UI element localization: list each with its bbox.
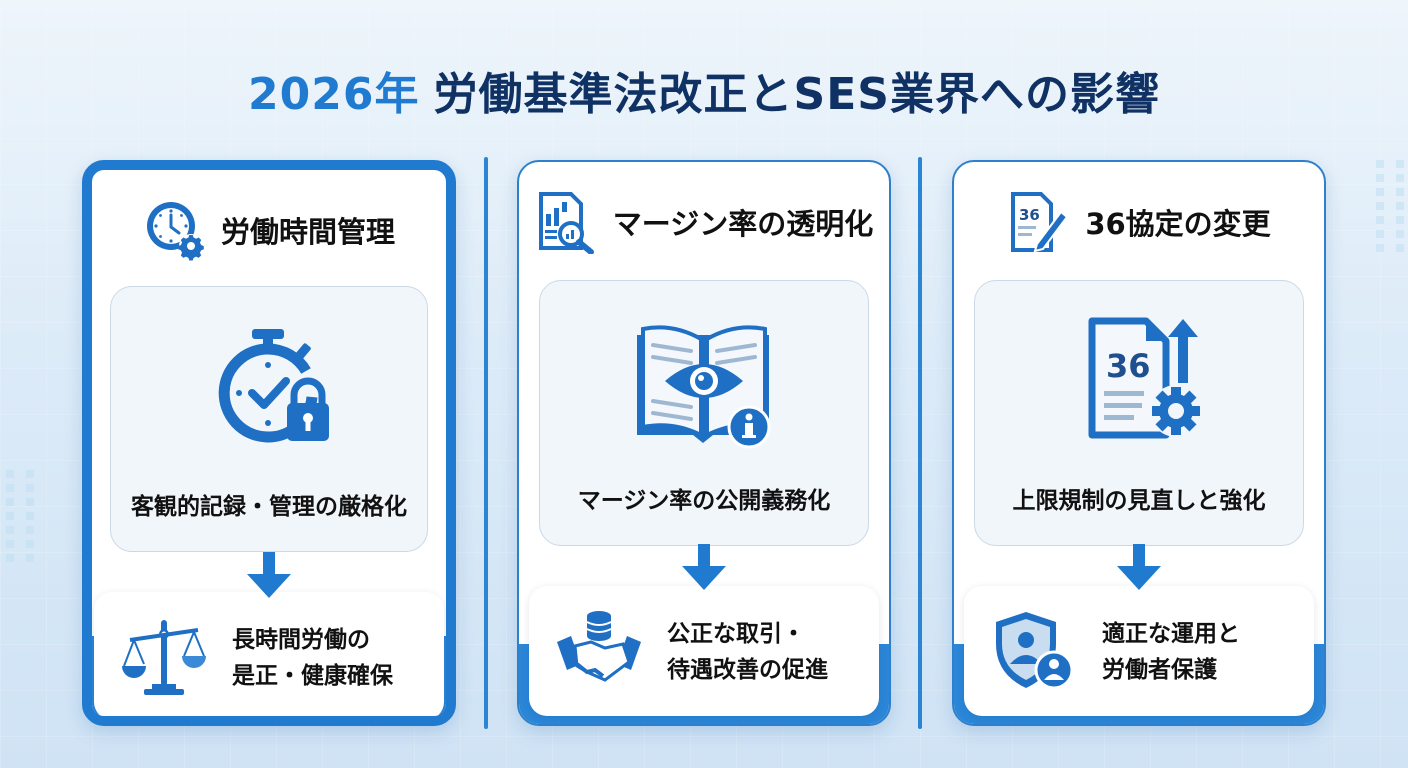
arrow-down-icon	[682, 566, 726, 590]
arrow-down-icon	[1117, 566, 1161, 590]
page-title: 2026年労働基準法改正とSES業界への影響	[0, 58, 1408, 122]
column-divider	[484, 157, 488, 729]
change-panel: マージン率の公開義務化	[539, 280, 869, 546]
card-header: 36 36協定の変更	[954, 190, 1324, 254]
title-main: 労働基準法改正とSES業界への影響	[433, 69, 1160, 120]
svg-text:36: 36	[1019, 206, 1040, 224]
result-text: 適正な運用と 労働者保護	[1102, 621, 1240, 683]
open-book-eye-info-icon	[637, 325, 771, 449]
change-panel: 36 上限規制の見直しと強化	[974, 280, 1304, 546]
column-divider	[918, 157, 922, 729]
clock-gear-icon	[146, 202, 204, 261]
background-decoration	[1376, 160, 1404, 252]
result-panel: 適正な運用と 労働者保護	[964, 586, 1314, 716]
change-text: マージン率の公開義務化	[577, 488, 831, 514]
card-heading: 労働時間管理	[220, 215, 395, 249]
arrow-down-icon	[1133, 544, 1145, 568]
result-panel: 公正な取引・ 待遇改善の促進	[529, 586, 879, 716]
title-year: 2026年	[248, 69, 420, 120]
card-working-hours: 労働時間管理 客観的記録・管理の厳格化 長時間労働の	[82, 160, 456, 726]
card-36-agreement: 36 36協定の変更 36	[952, 160, 1326, 726]
change-text: 客観的記録・管理の厳格化	[131, 494, 407, 520]
shield-person-icon	[996, 612, 1074, 690]
document-36-pen-icon: 36	[1011, 192, 1069, 253]
arrow-down-icon	[698, 544, 710, 568]
result-text: 公正な取引・ 待遇改善の促進	[667, 621, 828, 683]
change-panel: 客観的記録・管理の厳格化	[110, 286, 428, 552]
handshake-coins-icon	[557, 611, 641, 682]
card-margin-transparency: マージン率の透明化 マージン率の公開義務化 公正な取引・ 待遇改善の促進	[517, 160, 891, 726]
document-36-gear-arrow-icon: 36	[1088, 317, 1202, 439]
svg-text:36: 36	[1106, 347, 1151, 385]
report-magnifier-icon	[538, 192, 594, 254]
card-header: 労働時間管理	[92, 198, 446, 262]
balance-scale-icon	[122, 620, 206, 695]
stopwatch-check-lock-icon	[218, 329, 329, 443]
card-header: マージン率の透明化	[519, 190, 889, 254]
result-text: 長時間労働の 是正・健康確保	[232, 627, 393, 689]
arrow-down-icon	[263, 552, 275, 576]
result-panel: 長時間労働の 是正・健康確保	[94, 592, 444, 716]
arrow-down-icon	[247, 574, 291, 598]
change-text: 上限規制の見直しと強化	[1012, 488, 1266, 514]
card-heading: 36協定の変更	[1085, 207, 1271, 241]
background-decoration	[6, 470, 34, 562]
card-heading: マージン率の透明化	[612, 207, 874, 241]
